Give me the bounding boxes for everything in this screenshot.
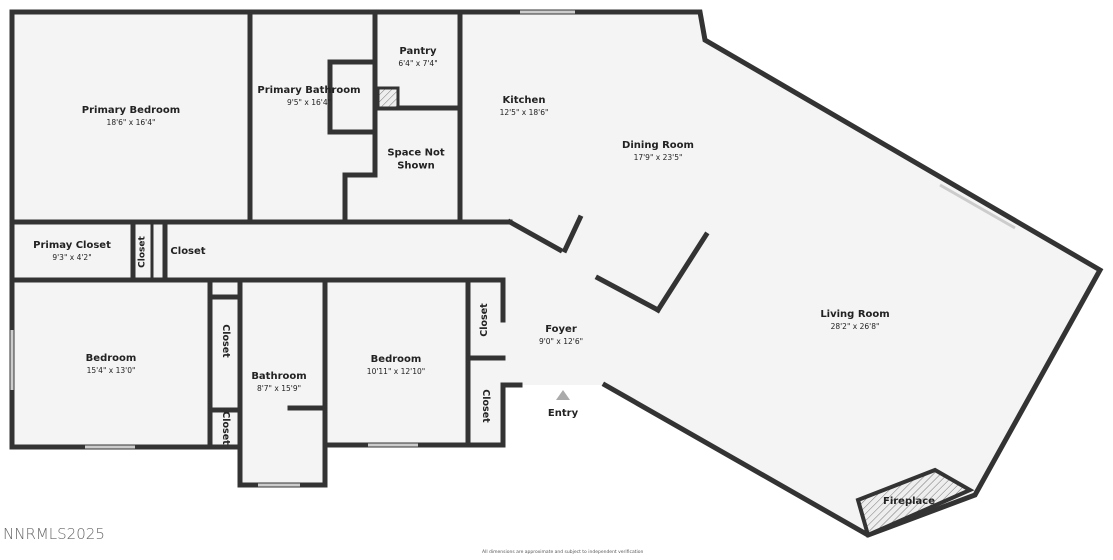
fireplace-label: Fireplace (882, 495, 936, 507)
room-closet: Closet (219, 411, 231, 445)
entry-label: Entry (547, 407, 579, 419)
room-closet: Closet (219, 324, 231, 358)
room-closet: Closet (479, 389, 491, 423)
chimney-hatch (376, 86, 400, 110)
disclaimer: All dimensions are approximate and subje… (482, 550, 644, 555)
floor-area (12, 12, 1100, 535)
watermark: NNRMLS2025 (3, 525, 105, 543)
room-closet: Closet (170, 245, 206, 257)
fireplace-hatch (855, 467, 975, 538)
room-space-not-shown: Space Not Shown (387, 147, 445, 172)
entry-arrow-icon (556, 390, 570, 400)
room-closet: Closet (137, 236, 148, 268)
windows (10, 10, 1016, 487)
room-closet: Closet (479, 303, 491, 337)
